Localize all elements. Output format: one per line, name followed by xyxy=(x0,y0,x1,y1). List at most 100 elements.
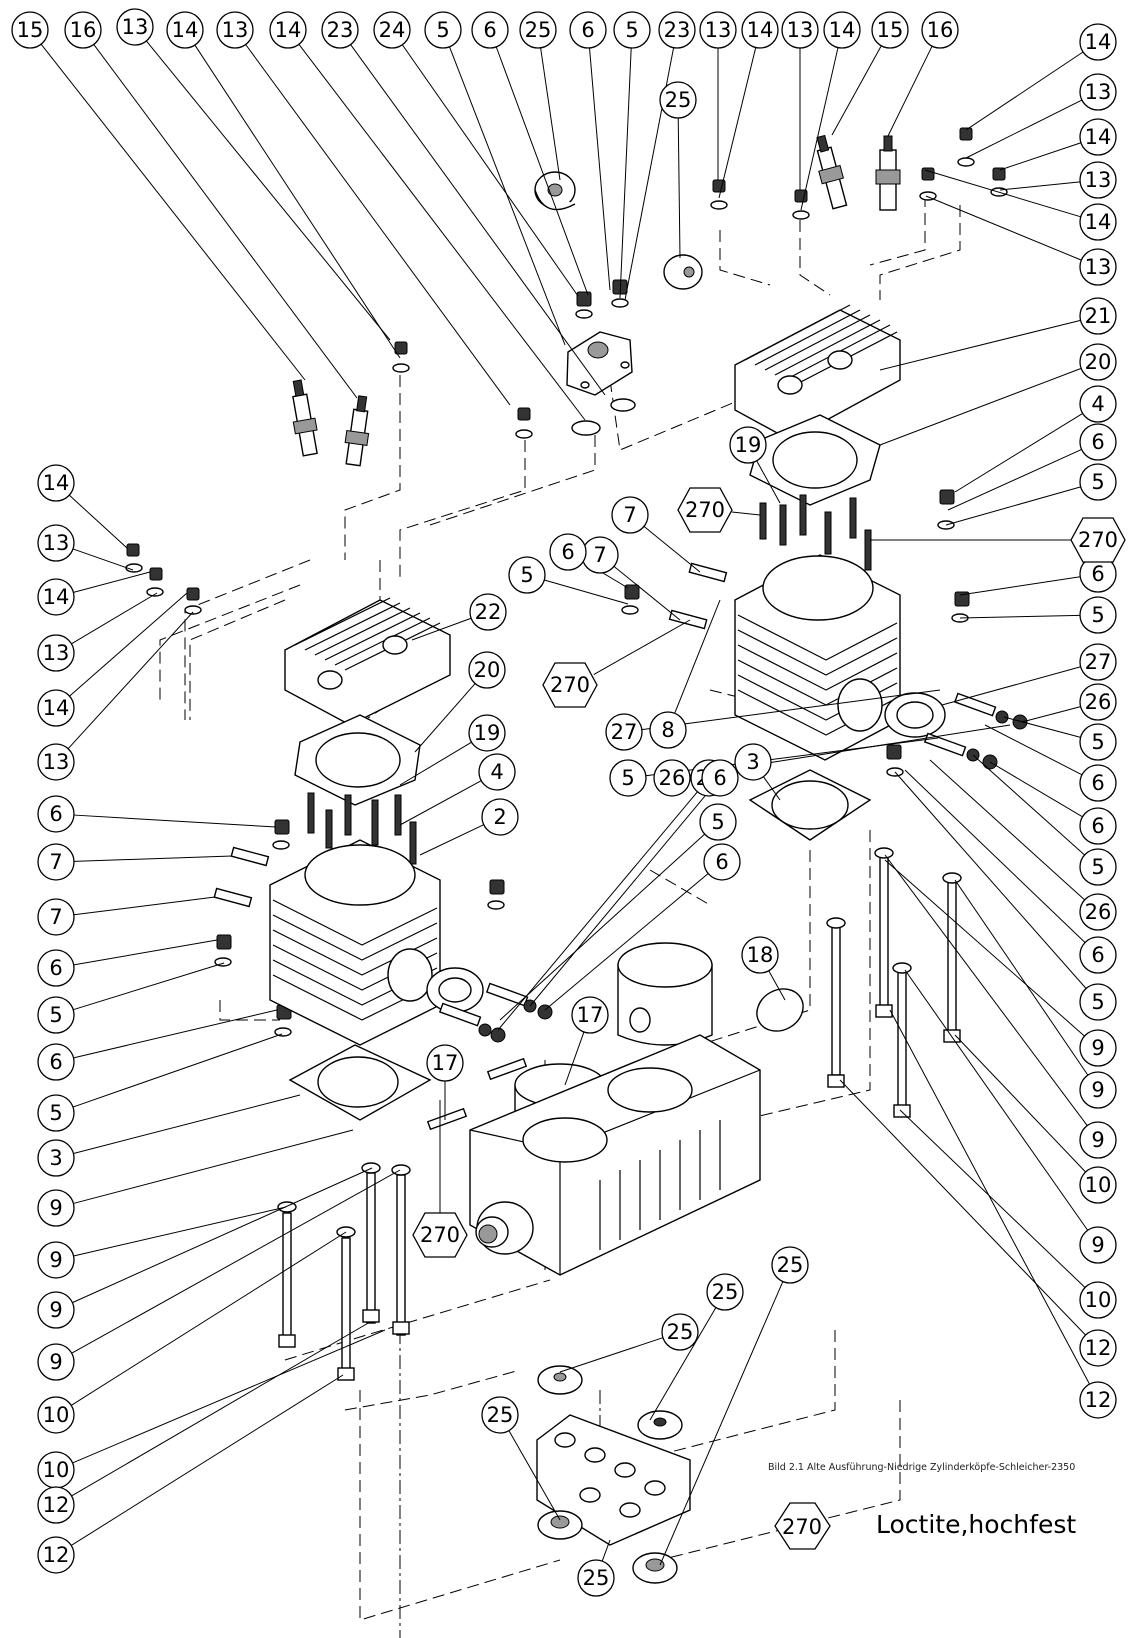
callout-12: 12 xyxy=(1079,1381,1117,1419)
callout-5: 5 xyxy=(613,11,651,49)
callout-number: 8 xyxy=(661,718,674,742)
callout-9: 9 xyxy=(1079,1029,1117,1067)
leader-line xyxy=(40,43,306,381)
leader-line xyxy=(613,565,681,621)
leader-line xyxy=(884,859,1085,1037)
callout-25: 25 xyxy=(577,1559,615,1597)
callout-26: 26 xyxy=(653,759,691,797)
callout-14: 14 xyxy=(269,11,307,49)
small-nuts xyxy=(125,127,1008,1037)
callout-14: 14 xyxy=(1079,118,1117,156)
leader-line xyxy=(72,548,134,571)
callout-23: 23 xyxy=(658,11,696,49)
callout-number: 7 xyxy=(49,850,62,874)
callout-number: 2 xyxy=(493,805,506,829)
leader-line xyxy=(73,1094,301,1154)
callout-number: 26 xyxy=(659,766,686,790)
crankcase xyxy=(469,1034,761,1276)
callout-number: 14 xyxy=(747,18,774,42)
leader-line xyxy=(68,494,128,549)
callout-number: 5 xyxy=(436,18,449,42)
leader-line xyxy=(593,619,691,675)
callout-number: 26 xyxy=(1085,690,1112,714)
callout-number: 5 xyxy=(49,1003,62,1027)
leader-line xyxy=(564,1031,585,1086)
leader-line xyxy=(414,683,476,753)
callout-number: 5 xyxy=(1091,855,1104,879)
leader-line xyxy=(72,1033,283,1108)
cover-disc xyxy=(756,988,804,1032)
callout-8: 8 xyxy=(649,711,687,749)
callout-13: 13 xyxy=(1079,248,1117,286)
leader-line xyxy=(401,44,579,297)
callout-number: 6 xyxy=(1091,943,1104,967)
flange-gasket-right xyxy=(884,692,946,738)
leader-line xyxy=(419,824,484,856)
callout-12: 12 xyxy=(37,1486,75,1524)
callout-number: 6 xyxy=(715,850,728,874)
leader-line xyxy=(756,460,781,504)
callout-22: 22 xyxy=(469,593,507,631)
leader-line xyxy=(731,511,761,516)
leader-line xyxy=(879,367,1082,446)
callout-5: 5 xyxy=(424,11,462,49)
callout-14: 14 xyxy=(823,11,861,49)
leader-line xyxy=(69,592,188,697)
callout-number: 6 xyxy=(49,956,62,980)
callout-number: 13 xyxy=(1085,168,1112,192)
callout-number: 25 xyxy=(665,88,692,112)
leader-line xyxy=(73,1206,287,1257)
leader-line xyxy=(831,45,882,136)
callout-number: 24 xyxy=(379,18,406,42)
legend-symbol: 270 xyxy=(782,1515,822,1539)
damper-top-a xyxy=(534,171,576,211)
callout-10: 10 xyxy=(37,1451,75,1489)
callout-25: 25 xyxy=(519,11,557,49)
leader-line xyxy=(544,873,709,1011)
piston-pins xyxy=(426,1057,528,1131)
damper-bottom xyxy=(537,1365,683,1584)
studs-left xyxy=(307,792,417,865)
callout-number: 14 xyxy=(829,18,856,42)
leader-line xyxy=(497,791,698,1031)
callout-number: 17 xyxy=(432,1051,459,1075)
leader-line xyxy=(959,614,1081,619)
leader-line xyxy=(677,117,681,259)
callout-10: 10 xyxy=(37,1396,75,1434)
callout-number: 5 xyxy=(621,766,634,790)
callout-number: 6 xyxy=(1091,562,1104,586)
leader-line xyxy=(924,169,1081,218)
leader-line xyxy=(540,47,561,181)
callout-number: 5 xyxy=(711,810,724,834)
callout-number: 3 xyxy=(49,1146,62,1170)
loctite-hex-270: 270 xyxy=(412,1212,468,1258)
callout-13: 13 xyxy=(1079,73,1117,111)
callout-number: 13 xyxy=(43,750,70,774)
callout-number: 5 xyxy=(49,1101,62,1125)
callout-number: 14 xyxy=(1085,30,1112,54)
callout-9: 9 xyxy=(1079,1226,1117,1264)
callout-9: 9 xyxy=(37,1291,75,1329)
callout-12: 12 xyxy=(1079,1329,1117,1367)
callout-number: 13 xyxy=(43,531,70,555)
callout-number: 7 xyxy=(49,905,62,929)
leader-line xyxy=(649,1307,717,1421)
piston-upper xyxy=(617,942,713,1046)
loctite-hex-270: 270 xyxy=(1070,517,1126,563)
callout-number: 13 xyxy=(222,18,249,42)
callout-number: 6 xyxy=(1091,430,1104,454)
callout-number: 13 xyxy=(1085,80,1112,104)
callout-9: 9 xyxy=(37,1241,75,1279)
callout-6: 6 xyxy=(549,533,587,571)
callout-25: 25 xyxy=(659,81,697,119)
callout-7: 7 xyxy=(611,496,649,534)
callout-4: 4 xyxy=(1079,385,1117,423)
callout-number: 7 xyxy=(623,503,636,527)
callout-number: 9 xyxy=(1091,1128,1104,1152)
callout-number: 9 xyxy=(49,1248,62,1272)
spark-plug-left-b xyxy=(344,395,370,467)
spark-plug-right-b xyxy=(875,135,901,211)
callout-number: 14 xyxy=(43,471,70,495)
callout-number: 25 xyxy=(525,18,552,42)
